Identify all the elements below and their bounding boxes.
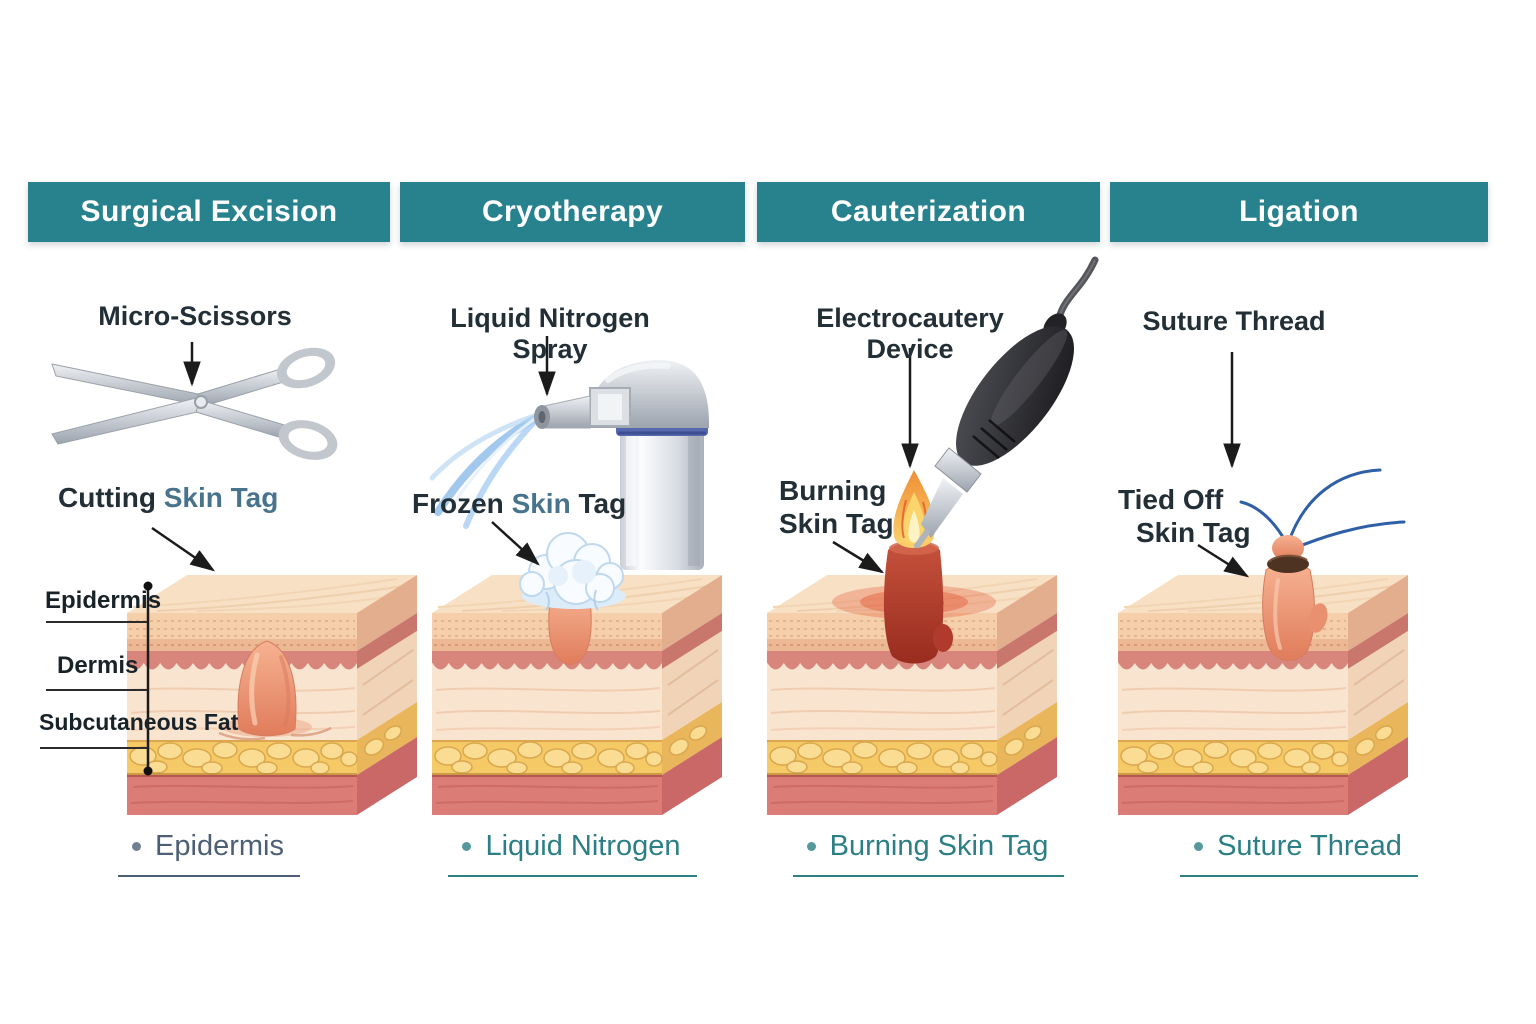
skin-cross-section	[127, 574, 417, 815]
panel-header: Surgical Excision	[28, 182, 390, 242]
burning-skin-tag	[883, 541, 944, 664]
bullet-dot	[462, 842, 472, 851]
ligature-band	[1267, 555, 1309, 573]
action-label: Frozen Skin Tag	[412, 488, 627, 519]
bullet-dot	[1194, 842, 1204, 851]
tool-label: Suture Thread	[1142, 306, 1326, 336]
panel-cryotherapy: Cryotherapy Liquid Nitrogen Spray Frozen…	[400, 0, 745, 1024]
panel-title: Ligation	[1239, 195, 1359, 228]
scissors-pivot	[194, 395, 208, 409]
suture-threads	[1239, 468, 1406, 552]
caption-liquid-nitrogen: Liquid Nitrogen	[400, 830, 745, 877]
panel-header: Cryotherapy	[400, 182, 745, 242]
layer-label-dermis: Dermis	[57, 652, 139, 679]
bullet-dot	[132, 842, 142, 851]
scissors-icon	[51, 347, 338, 460]
action-label: Cutting Skin Tag	[58, 482, 279, 513]
panel-ligation: Ligation Suture Thread Tied Off Skin Tag…	[1110, 0, 1488, 1024]
cautery-tip	[914, 529, 930, 548]
bullet-dot	[806, 842, 816, 851]
liquid-nitrogen-spray-jet	[429, 413, 540, 529]
caption-suture-thread: Suture Thread	[1110, 830, 1488, 877]
caption-epidermis: Epidermis	[28, 830, 390, 877]
panel-title: Cryotherapy	[481, 195, 664, 228]
caption-burning-skin-tag: Burning Skin Tag	[757, 830, 1100, 877]
skin-cross-section	[432, 532, 722, 815]
panel-header: Cauterization	[757, 182, 1100, 242]
tied-skin-tag	[1262, 562, 1315, 661]
tool-label: Liquid Nitrogen Spray	[450, 303, 650, 364]
panel-title: Cauterization	[830, 195, 1027, 228]
cryo-sprayer-icon	[429, 360, 710, 570]
tool-label: Electrocautery Device	[816, 303, 1004, 364]
electrocautery-icon	[914, 256, 1099, 548]
panel-surgical-excision: Surgical Excision Micro-Scissors Cutting…	[28, 0, 417, 1024]
action-label: Tied Off Skin Tag	[1118, 484, 1251, 548]
layer-label-subcutaneous-fat: Subcutaneous Fat	[39, 709, 239, 735]
tool-label: Micro-Scissors	[98, 301, 292, 331]
ice-cloud	[519, 532, 626, 611]
skin-cross-section	[1118, 468, 1408, 815]
action-label: Burning Skin Tag	[779, 475, 894, 539]
layer-label-epidermis: Epidermis	[45, 587, 162, 614]
panel-title: Surgical Excision	[80, 195, 338, 228]
panel-header: Ligation	[1110, 182, 1488, 242]
panel-cauterization: Cauterization Electrocautery Device Burn…	[757, 0, 1100, 1024]
